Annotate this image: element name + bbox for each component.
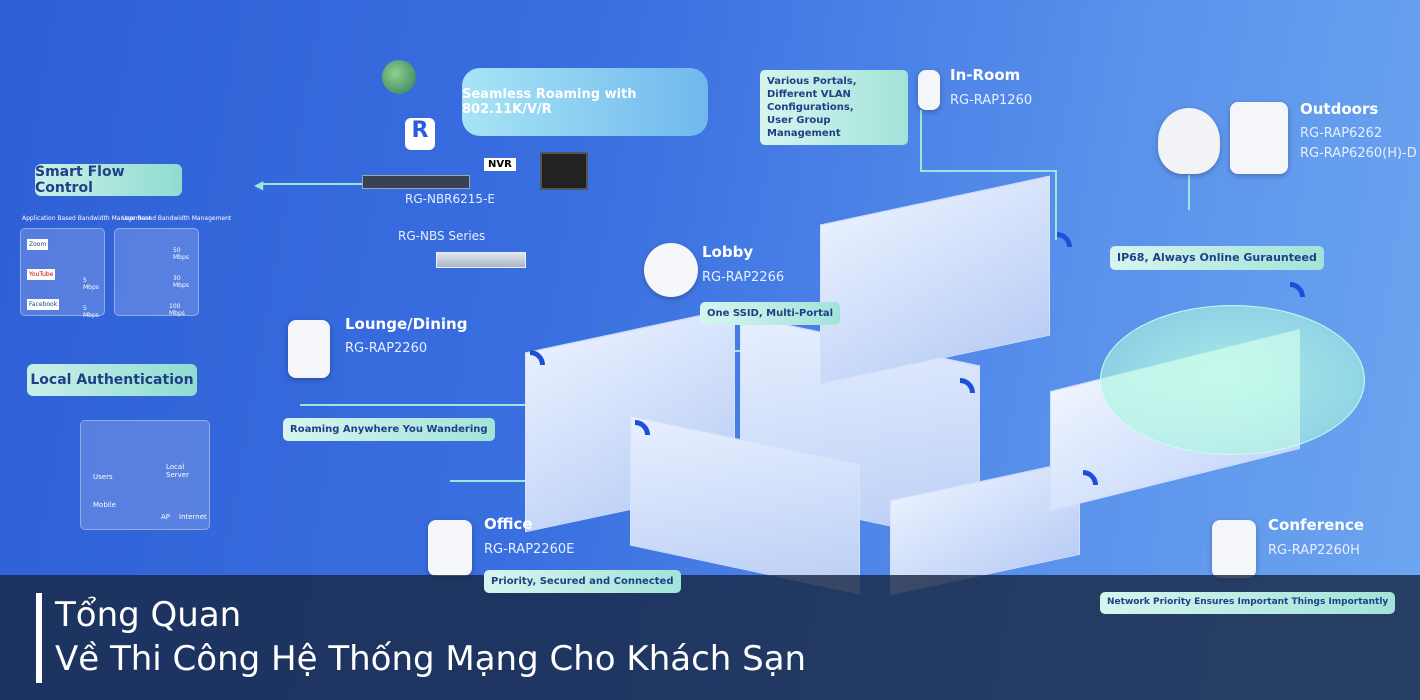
nvr-label: NVR [484,158,516,171]
user-rate: 100 Mbps [169,303,185,317]
lounge-model: RG-RAP2260 [345,341,428,356]
lounge-tag: Roaming Anywhere You Wandering [283,418,495,441]
user-bandwidth-panel: 50 Mbps 30 Mbps 100 Mbps [114,228,199,317]
access-point-outdoor [1230,102,1288,174]
local-auth-panel: Users Mobile Local Server AP Internet [80,420,210,530]
connector-line [1188,175,1190,210]
caption-accent-bar [36,593,42,683]
caption-line-2: Về Thi Công Hệ Thống Mạng Cho Khách Sạn [55,639,807,679]
lounge-title: Lounge/Dining [345,315,468,333]
office-tag: Priority, Secured and Connected [484,570,681,593]
conference-title: Conference [1268,516,1365,534]
outdoors-title: Outdoors [1300,100,1379,118]
app-facebook: Facebook [27,299,60,310]
connector-line [300,404,530,406]
access-point-conference [1212,520,1256,578]
router-model: RG-NBR6215-E [405,192,495,206]
globe-icon [382,60,416,94]
in-room-tag: Various Portals, Different VLAN Configur… [760,70,908,145]
outdoors-model-2: RG-RAP6260(H)-D [1300,146,1417,161]
lobby-title: Lobby [702,243,754,261]
outdoors-model-1: RG-RAP6262 [1300,126,1383,141]
app-youtube: YouTube [27,269,56,280]
switch-model: RG-NBS Series [398,229,486,243]
access-point-outdoor-dome [1158,108,1220,174]
in-room-title: In-Room [950,66,1021,84]
local-authentication-label: Local Authentication [27,364,197,396]
connector-line [920,110,922,170]
users-label: Users [93,473,113,481]
user-bandwidth-title: User Based Bandwidth Management [122,215,232,222]
connector-line [260,183,370,185]
user-rate: 50 Mbps [173,247,189,261]
app-zoom: Zoom [27,239,49,250]
conference-model: RG-RAP2260H [1268,543,1360,558]
lobby-tag: One SSID, Multi-Portal [700,302,841,325]
access-point-in-room [918,70,940,110]
local-server-label: Local Server [166,463,189,479]
access-point-office [428,520,472,576]
caption-line-1: Tổng Quan [55,595,242,635]
user-rate: 30 Mbps [173,275,189,289]
router-device [362,175,470,189]
access-point-lounge [288,320,330,378]
arrow-left-icon: ◀ [254,178,264,192]
switch-device [436,252,526,268]
mobile-label: Mobile [93,501,116,509]
smart-flow-control-label: Smart Flow Control [35,164,182,196]
connector-line [1055,170,1057,240]
app-rate: 5 Mbps [83,305,99,319]
conference-tag: Network Priority Ensures Important Thing… [1100,592,1396,614]
lobby-model: RG-RAP2266 [702,270,785,285]
office-model: RG-RAP2260E [484,542,575,557]
office-title: Office [484,515,533,533]
seamless-roaming-banner: Seamless Roaming with 802.11K/V/R [462,68,708,136]
ap-label: AP [161,513,171,521]
monitor-icon [540,152,588,190]
outdoor-coverage-area [1100,305,1365,455]
app-rate: 5 Mbps [83,277,99,291]
room-building [820,175,1050,385]
internet-label: Internet [179,513,207,521]
app-bandwidth-title: Application Based Bandwidth Management [22,215,152,222]
connector-line [920,170,1055,172]
in-room-model: RG-RAP1260 [950,93,1033,108]
outdoors-tag: IP68, Always Online Guraunteed [1110,246,1324,271]
access-point-lobby [644,243,698,297]
app-bandwidth-panel: Zoom YouTube Facebook 5 Mbps 5 Mbps [20,228,105,319]
ruijie-logo-icon: R [405,118,435,150]
